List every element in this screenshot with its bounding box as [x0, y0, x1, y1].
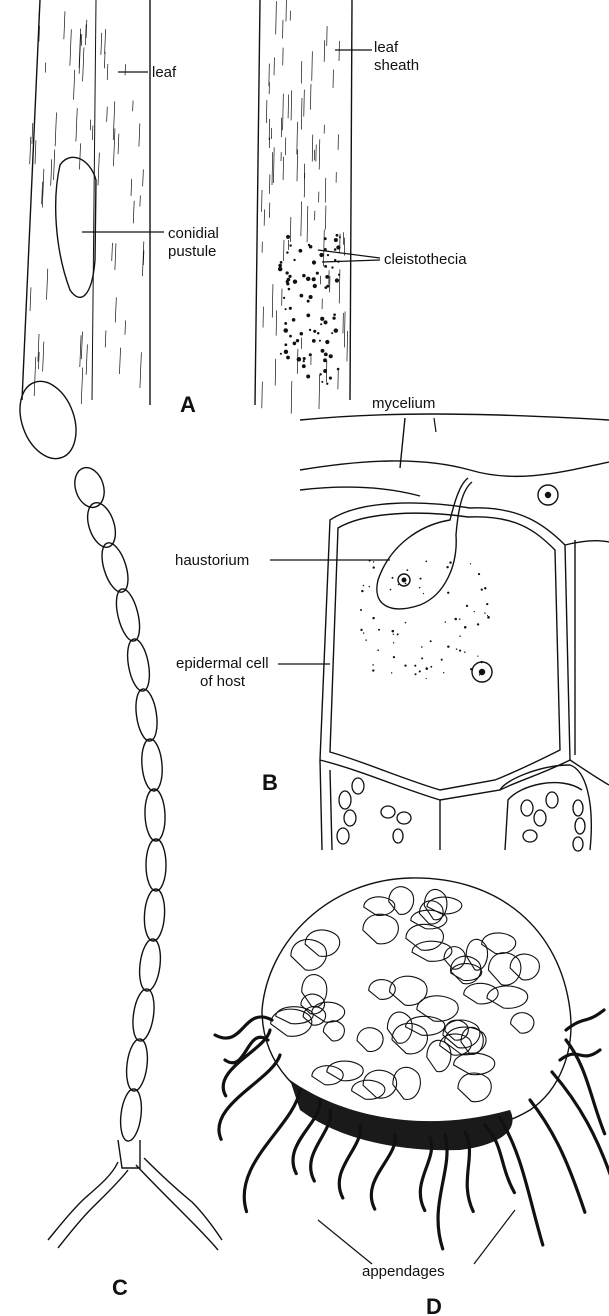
label-haustorium: haustorium [175, 552, 249, 569]
cleistothecium-drawing [215, 878, 609, 1249]
conidial-chain-drawing [10, 374, 86, 467]
conidial-pustule-shape [56, 157, 96, 297]
leaf-sheath-strip-drawing [255, 0, 352, 414]
label-epidermal-line1: epidermal cell [176, 655, 269, 672]
panel-b: mycelium haustorium epidermal cell of ho… [175, 395, 609, 851]
epidermal-cells-drawing [300, 414, 609, 851]
leaf-strip-drawing [22, 0, 150, 405]
panel-a: leaf leaf sheath conidial pustule cleist… [22, 0, 467, 417]
panel-letter-d: D [426, 1294, 442, 1316]
label-leaf: leaf [152, 64, 177, 81]
label-leaf-sheath-line2: sheath [374, 57, 419, 74]
panel-letter-b: B [262, 770, 278, 795]
label-appendages: appendages [362, 1263, 445, 1280]
label-epidermal-line2: of host [200, 673, 246, 690]
panel-letter-c: C [112, 1275, 128, 1300]
label-mycelium: mycelium [372, 395, 435, 412]
label-conidial-line1: conidial [168, 225, 219, 242]
label-conidial-line2: pustule [168, 243, 216, 260]
panel-c: C [10, 374, 222, 1300]
panel-letter-a: A [180, 392, 196, 417]
panel-d: appendages D [215, 878, 609, 1316]
label-leaf-sheath-line1: leaf [374, 39, 399, 56]
label-cleistothecia: cleistothecia [384, 251, 467, 268]
